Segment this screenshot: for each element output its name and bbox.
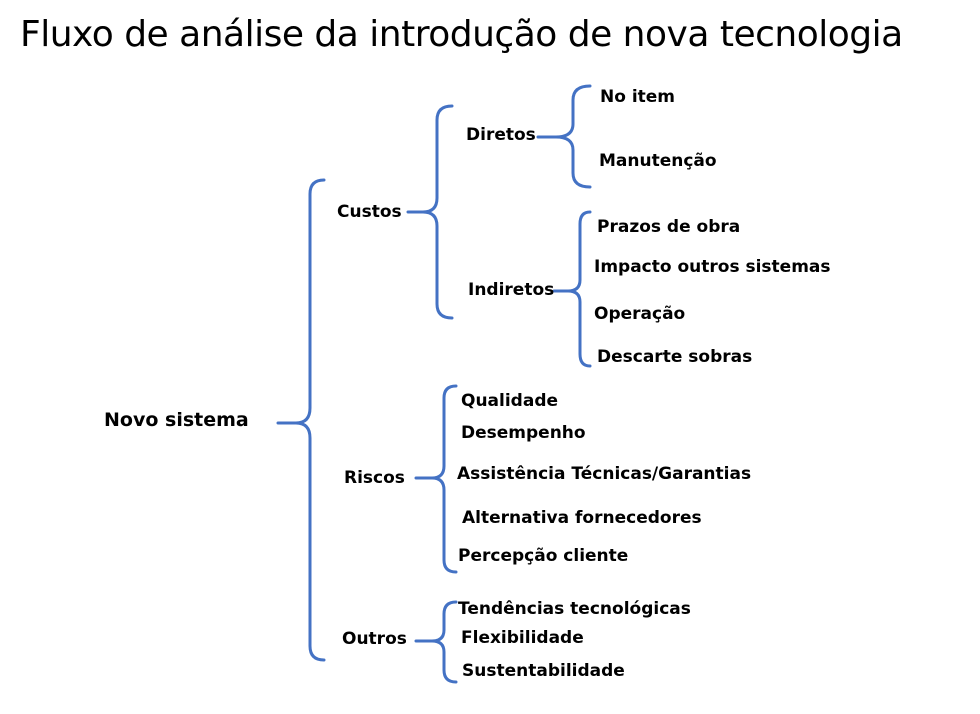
brace-indiretos <box>552 210 592 368</box>
leaf-prazos-de-obra: Prazos de obra <box>597 217 741 237</box>
leaf-operacao: Operação <box>594 304 686 324</box>
leaf-tendencias-tecnologicas: Tendências tecnológicas <box>458 599 691 619</box>
node-novo-sistema: Novo sistema <box>104 409 249 431</box>
leaf-percepcao-cliente: Percepção cliente <box>458 546 629 566</box>
leaf-flexibilidade: Flexibilidade <box>461 628 584 648</box>
leaf-assistencia-tecnicas: Assistência Técnicas/Garantias <box>457 464 752 484</box>
leaf-descarte-sobras: Descarte sobras <box>597 347 753 367</box>
leaf-qualidade: Qualidade <box>461 391 559 411</box>
leaf-desempenho: Desempenho <box>461 423 586 443</box>
brace-custos <box>406 104 454 320</box>
node-diretos: Diretos <box>466 125 536 145</box>
node-outros: Outros <box>342 629 407 649</box>
leaf-sustentabilidade: Sustentabilidade <box>462 661 625 681</box>
brace-diretos <box>536 84 592 189</box>
node-riscos: Riscos <box>344 468 405 488</box>
brace-outros <box>414 600 458 684</box>
leaf-alternativa-fornecedores: Alternativa fornecedores <box>462 508 702 528</box>
brace-main <box>276 178 326 662</box>
diagram-title: Fluxo de análise da introdução de nova t… <box>20 14 903 55</box>
leaf-impacto-outros-sistemas: Impacto outros sistemas <box>594 257 831 277</box>
node-custos: Custos <box>337 202 402 222</box>
brace-riscos <box>414 384 458 574</box>
node-indiretos: Indiretos <box>468 280 555 300</box>
leaf-manutencao: Manutenção <box>599 151 717 171</box>
leaf-no-item: No item <box>600 87 676 107</box>
